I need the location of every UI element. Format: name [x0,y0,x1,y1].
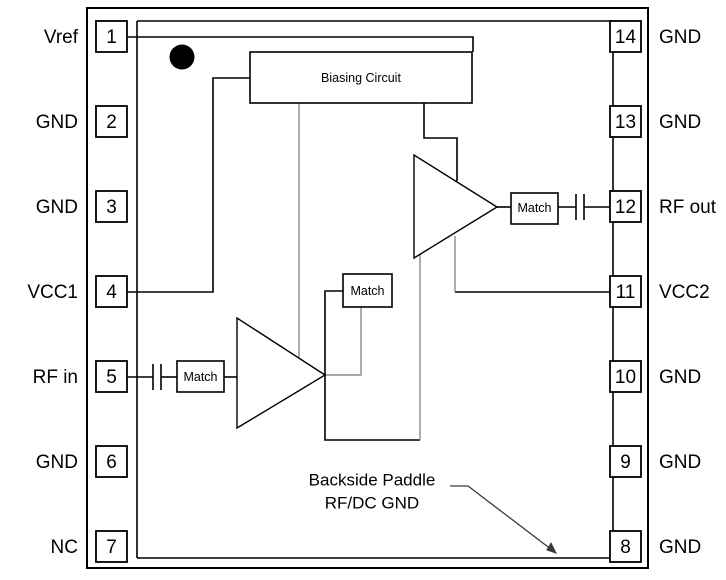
pin-13-label: GND [659,112,701,133]
pin-1: 1 Vref [44,20,128,53]
pin-8-box [609,530,642,563]
pin-9: 9 GND [609,445,701,478]
pin-7: 7 NC [51,530,128,563]
pin-3: 3 GND [36,190,128,223]
pin-7-label: NC [51,537,78,558]
wire-bias-to-stage2 [423,103,458,181]
amplifier-stage-2-triangle [413,153,499,260]
pin-13-number: 13 [615,112,636,133]
pin-3-box [95,190,128,223]
biasing-circuit-block: Biasing Circuit [249,51,473,104]
pin-6: 6 GND [36,445,128,478]
pin-11-number: 11 [616,282,636,303]
pin-2-box [95,105,128,138]
pin-11-box [609,275,642,308]
match-interstage-label: Match [350,284,384,298]
pin-4-label: VCC1 [27,282,78,303]
pin-5: 5 RF in [33,360,128,393]
match-input-box [176,360,225,393]
pin-3-label: GND [36,197,78,218]
pin-6-label: GND [36,452,78,473]
pin1-orientation-dot-icon [169,44,195,70]
pin-9-box [609,445,642,478]
pin-9-number: 9 [620,452,631,473]
backside-paddle-leader-line [450,485,557,554]
pin-7-number: 7 [106,537,117,558]
pin-10: 10 GND [609,360,701,393]
pin-4-box [95,275,128,308]
match-input-label: Match [183,370,217,384]
pin-2: 2 GND [36,105,128,138]
pin-13-box [609,105,642,138]
pin-12-label: RF out [659,197,717,218]
pin-10-number: 10 [615,367,636,388]
pin-12-number: 12 [615,197,636,218]
pin-1-box [95,20,128,53]
pin-7-box [95,530,128,563]
match-interstage-box [342,273,393,308]
match-output-box [510,192,559,225]
pin-2-number: 2 [106,112,117,133]
pin-8-label: GND [659,537,701,558]
biasing-circuit-box [249,51,473,104]
match-input-block: Match [176,360,225,393]
pin-14: 14 GND [609,20,701,53]
backside-paddle-line1: Backside Paddle [309,471,436,490]
pin-3-number: 3 [106,197,117,218]
backside-paddle-arrowhead-icon [546,541,557,554]
match-output-block: Match [510,192,559,225]
pin-14-number: 14 [615,27,637,48]
pin-6-box [95,445,128,478]
pin-14-label: GND [659,27,701,48]
pin-8: 8 GND [609,530,701,563]
pin-12: 12 RF out [609,190,717,223]
pin-13: 13 GND [609,105,701,138]
match-output-label: Match [517,201,551,215]
pin-4: 4 VCC1 [27,275,128,308]
pin-11: 11 VCC2 [609,275,710,308]
match-interstage-block: Match [342,273,393,308]
biasing-circuit-label: Biasing Circuit [321,71,401,85]
pin-9-label: GND [659,452,701,473]
pin-1-number: 1 [106,27,117,48]
pin-2-label: GND [36,112,78,133]
pin-4-number: 4 [106,282,117,303]
backside-paddle-annotation: Backside Paddle RF/DC GND [309,471,557,554]
pin-1-label: Vref [44,27,79,48]
pin-10-box [609,360,642,393]
pin-5-number: 5 [106,367,117,388]
amplifier-stage-1-triangle [236,316,327,430]
backside-paddle-line2: RF/DC GND [325,494,419,513]
pin-11-label: VCC2 [659,282,710,303]
pin-6-number: 6 [106,452,117,473]
pin-8-number: 8 [620,537,631,558]
pin-14-box [609,20,642,53]
pin-5-box [95,360,128,393]
wire-vref-to-biasing [127,36,474,52]
wire-stage1-lower-rail [324,290,420,441]
pin-10-label: GND [659,367,701,388]
wire-vcc1-to-biasing [127,77,250,293]
package-outline [86,7,649,569]
pin-12-box [609,190,642,223]
pin-5-label: RF in [33,367,78,388]
